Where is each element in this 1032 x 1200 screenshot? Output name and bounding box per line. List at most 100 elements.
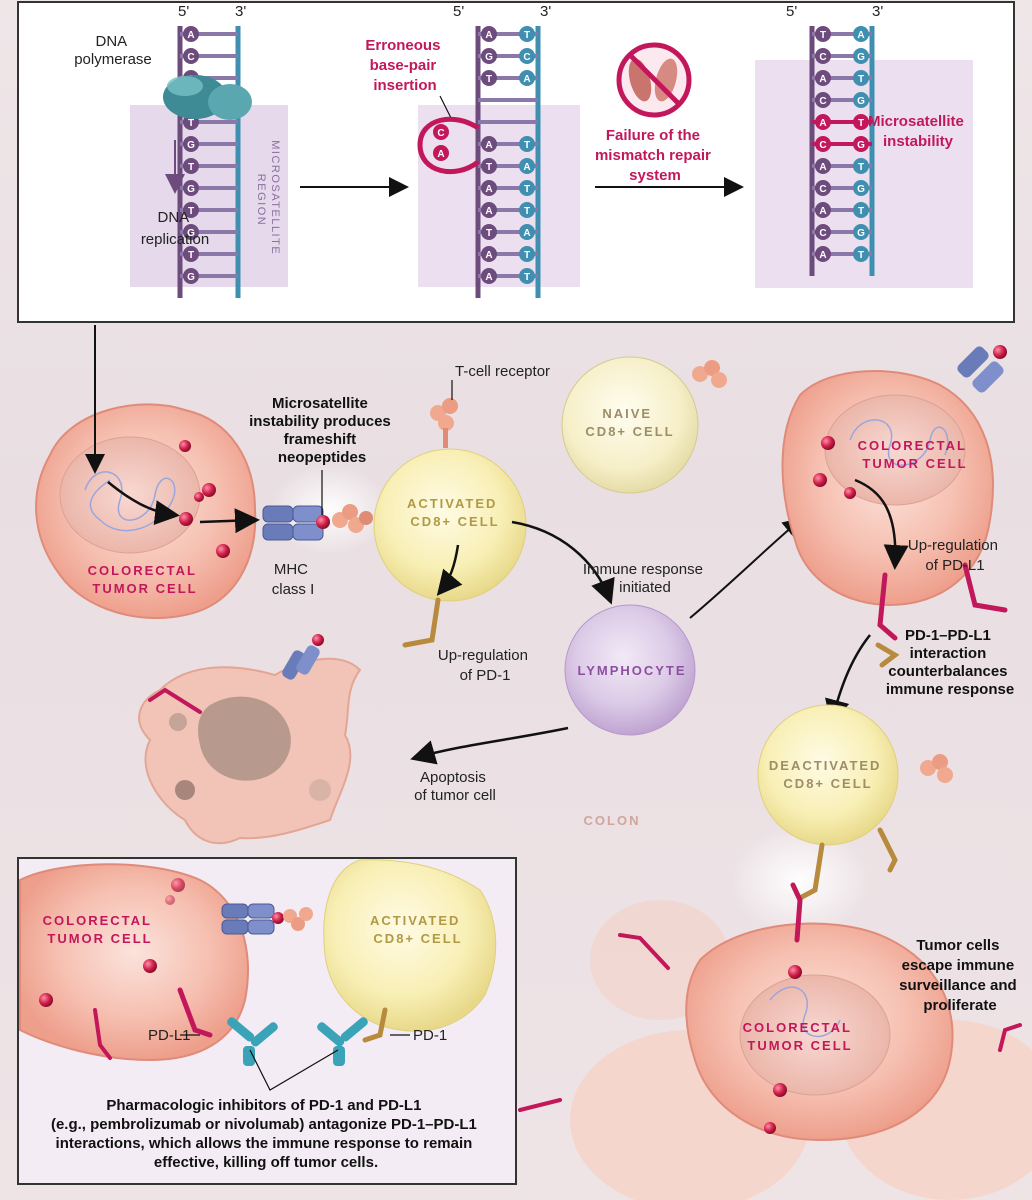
base-label: T: [524, 140, 530, 151]
base-T: [183, 246, 199, 262]
tumor-cell-right-upper: COLORECTAL TUMOR CELL: [781, 345, 1008, 641]
neopeptide-right-2: [813, 473, 827, 487]
naive-tcr-icon: [692, 360, 727, 388]
lymphocyte-cell: LYMPHOCYTE: [564, 604, 696, 736]
base-label: A: [485, 184, 492, 195]
base-label: C: [523, 52, 530, 63]
base-A: [183, 26, 199, 42]
base-C: [815, 180, 831, 196]
base-label: A: [485, 30, 492, 41]
base-label: T: [486, 162, 492, 173]
tumor-left-label-line1: COLORECTAL: [88, 563, 197, 578]
upreg-pdl1-label: Up-regulation of PD-L1: [908, 537, 1002, 574]
pd1-interaction-icon: [875, 642, 900, 668]
dna-polymerase-icon: [163, 75, 252, 120]
inset-cd8-label-line2: CD8+ CELL: [373, 931, 462, 946]
pdl1-receptor-right-2: [962, 562, 1008, 613]
base-A: [815, 70, 831, 86]
immune-response-label: Immune response initiated: [583, 561, 707, 596]
base-G: [183, 136, 199, 152]
arrow-nucleus-to-peptide: [107, 481, 180, 526]
neopeptide-left-3: [194, 492, 204, 502]
base-T: [183, 202, 199, 218]
glow-deactivated: [730, 825, 870, 935]
base-label: A: [819, 162, 826, 173]
base-T: [519, 268, 535, 284]
tumor-cell-left: COLORECTAL TUMOR CELL: [35, 403, 257, 619]
base-G: [183, 268, 199, 284]
inserted-base-c: C: [437, 128, 444, 139]
base-A: [815, 114, 831, 130]
inset-caption: Pharmacologic inhibitors of PD-1 and PD-…: [51, 1097, 481, 1171]
mhc-label: MHC class I: [272, 561, 315, 598]
tumor-right-label-line2: TUMOR CELL: [862, 456, 967, 471]
tcr-top-icon: [430, 398, 458, 448]
base-A: [481, 136, 497, 152]
apoptotic-pdl1-icon: [148, 687, 202, 714]
base-T: [519, 180, 535, 196]
pdl1-receptor-right-1: [877, 572, 898, 641]
activated-cd8-label-line2: CD8+ CELL: [410, 514, 499, 529]
base-A: [481, 180, 497, 196]
pd1-receptor-icon: [402, 597, 441, 648]
base-C: [519, 48, 535, 64]
base-label: T: [486, 74, 492, 85]
antibody-right-icon: [317, 1017, 368, 1066]
base-label: T: [524, 206, 530, 217]
base-label: A: [857, 30, 864, 41]
neopeptide-cluster-2: [773, 1083, 787, 1097]
mhc-class-i-icon: [262, 505, 330, 541]
arrow-cd8-to-lymphocyte: [511, 520, 615, 605]
base-C: [815, 48, 831, 64]
colon-label: COLON: [584, 813, 641, 828]
base-label: A: [819, 74, 826, 85]
apoptotic-tumor-cell: [138, 634, 362, 845]
base-C: [183, 48, 199, 64]
dna-polymerase-label: DNA polymerase: [74, 33, 152, 68]
base-label: G: [857, 52, 865, 63]
deactivated-cd8-cell: DEACTIVATED CD8+ CELL: [757, 704, 953, 901]
base-A: [519, 158, 535, 174]
antibody-left-icon: [227, 1017, 278, 1066]
apoptotic-mhc-icon: [282, 634, 324, 680]
base-C: [815, 224, 831, 240]
base-label: G: [857, 140, 865, 151]
base-T: [183, 158, 199, 174]
svg-text:NAIVE CD8+ CELL: NAIVE CD8+ CELL: [585, 406, 674, 439]
svg-text:DEACTIVATED CD8+ CELL: DEACTIVATED CD8+ CELL: [769, 758, 887, 791]
strand1-3prime: 3': [235, 3, 246, 20]
base-label: C: [819, 96, 826, 107]
naive-cd8-cell: NAIVE CD8+ CELL: [561, 356, 727, 494]
cluster-pdl1-4: [998, 1023, 1022, 1052]
no-mismatch-repair-icon: [616, 42, 692, 118]
base-label: T: [858, 162, 864, 173]
base-label: G: [857, 184, 865, 195]
t-cell-receptor-label: T-cell receptor: [455, 363, 550, 380]
base-label: A: [819, 250, 826, 261]
base-label: T: [858, 118, 864, 129]
base-A: [519, 70, 535, 86]
strand3-3prime: 3': [872, 3, 883, 20]
base-A: [481, 26, 497, 42]
upreg-pd1-label: Up-regulation of PD-1: [438, 647, 532, 684]
base-label: T: [486, 228, 492, 239]
inset-pdl1-label: PD-L1: [148, 1027, 191, 1044]
base-G: [853, 136, 869, 152]
base-label: T: [188, 118, 194, 129]
base-G: [853, 48, 869, 64]
base-label: A: [819, 206, 826, 217]
activated-cd8-cell: ACTIVATED CD8+ CELL: [373, 398, 527, 648]
base-G: [183, 224, 199, 240]
base-T: [481, 70, 497, 86]
neopeptide-right-1: [821, 436, 835, 450]
base-T: [853, 114, 869, 130]
base-C: [815, 136, 831, 152]
base-T: [519, 26, 535, 42]
frameshift-label: Microsatellite instability produces fram…: [249, 395, 395, 466]
base-G: [853, 224, 869, 240]
inset-mhc-icon: [221, 903, 313, 935]
